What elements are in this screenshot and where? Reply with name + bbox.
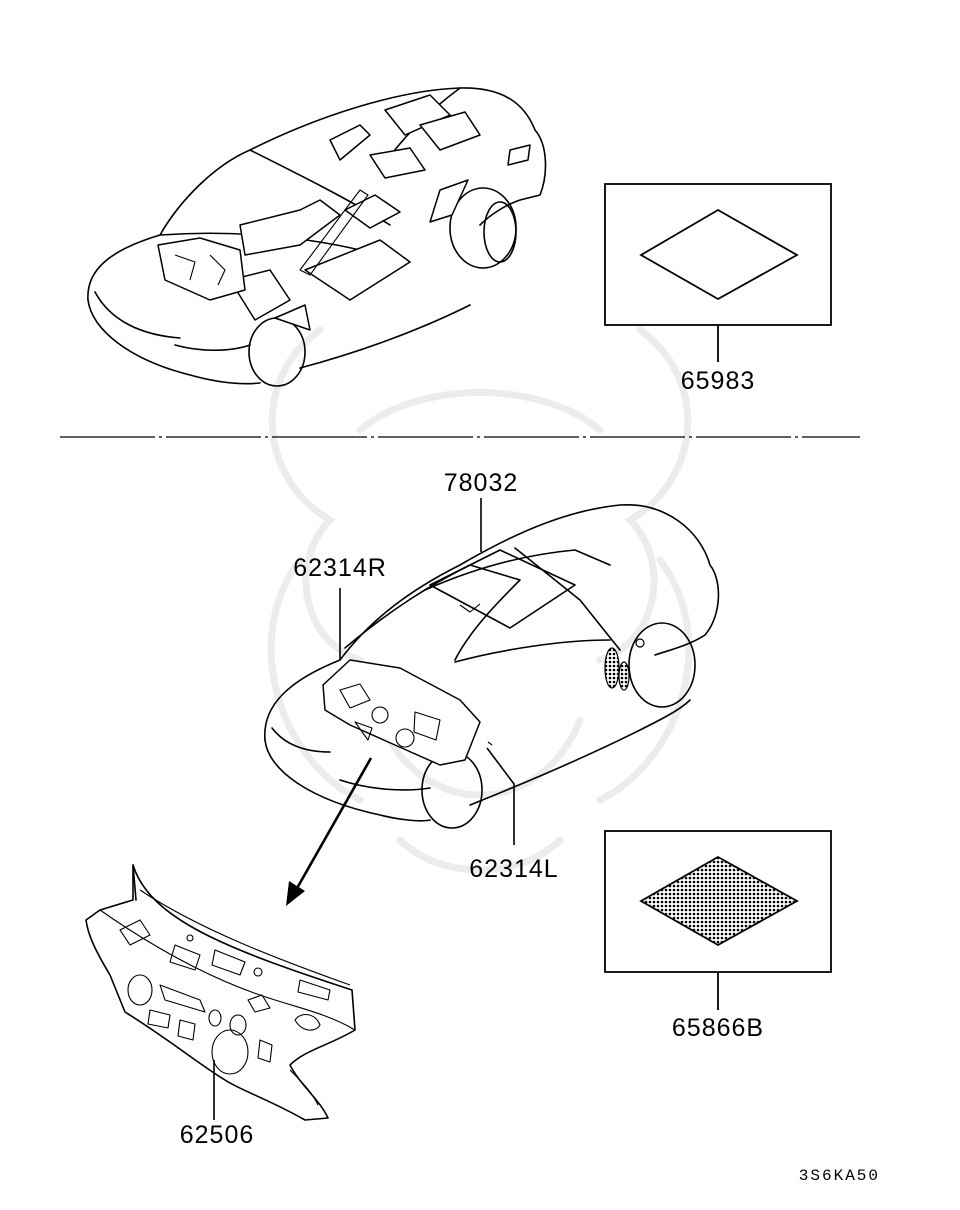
bottom-car-illustration	[264, 504, 720, 829]
part-number-78032: 78032	[444, 469, 519, 497]
watermark-emblem	[267, 326, 693, 874]
part-box-65866B	[604, 830, 832, 1010]
part-number-65983: 65983	[681, 367, 756, 395]
diagram-code: 3S6KA50	[799, 1167, 880, 1185]
part-number-62314L: 62314L	[469, 855, 558, 883]
dash-panel-insulator-detail	[85, 864, 356, 1121]
top-car-illustration	[87, 87, 547, 387]
part-number-62506: 62506	[180, 1121, 255, 1149]
part-number-62314R: 62314R	[293, 554, 387, 582]
part-number-65866B: 65866B	[672, 1014, 764, 1042]
part-box-65983	[604, 183, 832, 362]
detail-arrow	[286, 757, 373, 906]
leader-62314L	[486, 747, 515, 845]
